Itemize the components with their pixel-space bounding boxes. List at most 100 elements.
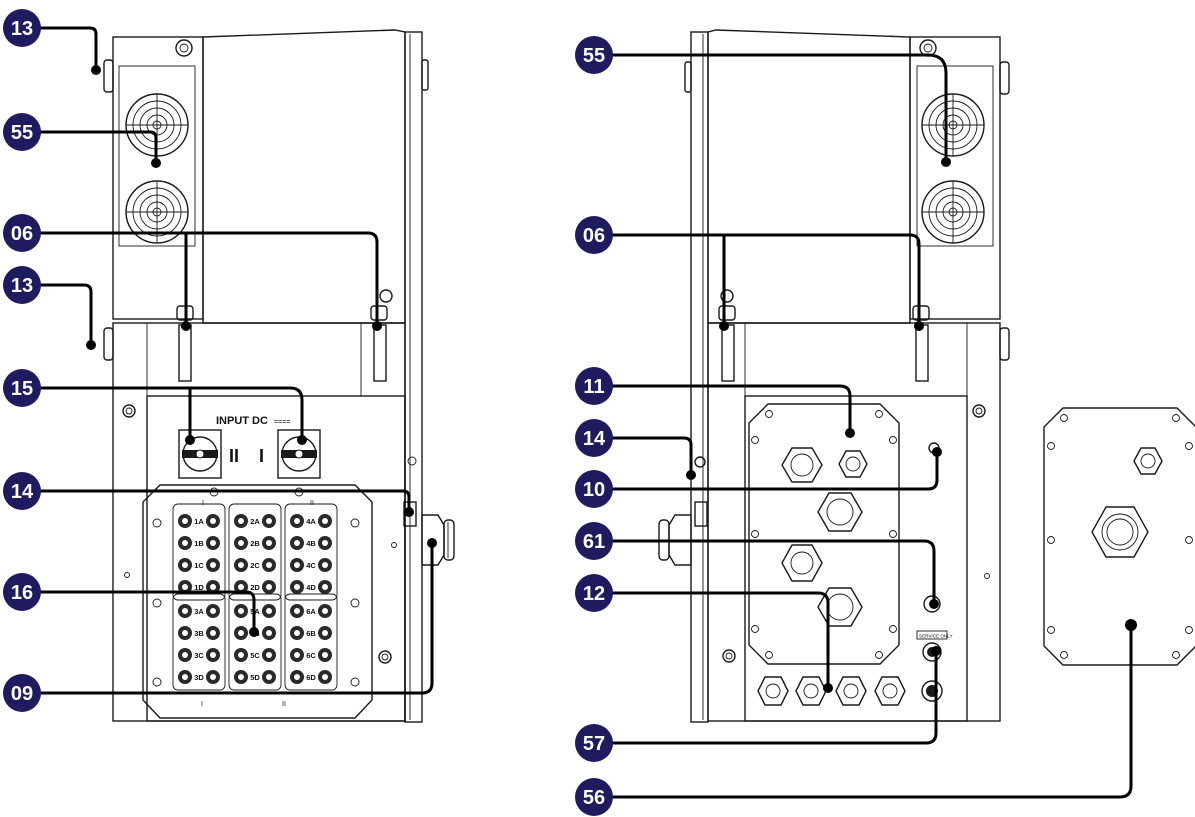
input-dc-symbol: ==== — [274, 419, 290, 426]
string-label: 3A — [194, 607, 204, 616]
connector-pin — [210, 630, 216, 636]
callout-label: 11 — [583, 376, 604, 398]
connector-pin — [210, 652, 216, 658]
callout-label: 15 — [11, 378, 33, 400]
connector-pin — [322, 540, 328, 546]
leader-14b — [612, 436, 693, 475]
callout-label: 12 — [583, 583, 605, 605]
leader-dot-55b — [941, 157, 951, 167]
connector-pin — [322, 674, 328, 680]
connector-pin — [238, 540, 244, 546]
leader-10 — [612, 452, 939, 491]
leader-14a — [40, 489, 411, 512]
string-label: 2A — [250, 517, 260, 526]
leader-dot-14a — [404, 507, 414, 517]
connector-pin — [182, 584, 188, 590]
leader-55a — [40, 130, 158, 163]
leader-13a — [40, 26, 98, 70]
connector-pin — [294, 652, 300, 658]
leader-06a-1 — [40, 231, 379, 326]
leader-dot-56 — [1125, 619, 1137, 631]
left-inverter-view: INPUT DC ==== II I 1A1B1C1D2A2B2C2D4A4B4… — [103, 29, 455, 723]
callout-circle — [575, 522, 613, 560]
connector-pin — [266, 630, 272, 636]
leader-dot-06b-1 — [719, 321, 729, 331]
callout-label: 06 — [583, 225, 605, 247]
string-group-frame — [284, 503, 338, 601]
leader-dot-15-2 — [297, 435, 307, 445]
leader-dot-13b — [86, 340, 96, 350]
callout-13a: 13 — [3, 9, 41, 47]
dc-switch-2[interactable] — [178, 429, 222, 479]
callout-label: 55 — [583, 45, 605, 67]
leader-dot-16 — [249, 627, 259, 637]
connector-pin — [266, 608, 272, 614]
connector-pin — [210, 518, 216, 524]
callout-circle — [575, 419, 613, 457]
leader-dot-06b-2 — [914, 321, 924, 331]
callout-12: 12 — [575, 574, 613, 612]
string-label: 4B — [306, 539, 316, 548]
callout-06b: 06 — [575, 216, 613, 254]
string-label: 6A — [306, 607, 316, 616]
string-groups: 1A1B1C1D2A2B2C2D4A4B4C4D3A3B3C3D5A5B5C5D… — [172, 503, 338, 691]
bottom-glands — [757, 676, 906, 706]
connector-pin — [238, 608, 244, 614]
connector-pin — [294, 518, 300, 524]
connector-pin — [238, 562, 244, 568]
leader-dot-61 — [929, 599, 939, 609]
connector-pin — [322, 608, 328, 614]
callout-label: 14 — [11, 481, 34, 503]
callout-circle — [3, 674, 41, 712]
callout-16: 16 — [3, 573, 41, 611]
connector-pin — [238, 652, 244, 658]
leader-lines — [40, 26, 1137, 799]
connector-pin — [294, 562, 300, 568]
plate-screws — [751, 410, 897, 659]
string-group-frame — [172, 503, 226, 601]
string-group-frame — [228, 593, 282, 691]
string-label: 4C — [306, 561, 316, 570]
leader-dot-12 — [823, 683, 833, 693]
right-inverter-view: SERVICE ONLY — [658, 29, 1010, 723]
leader-11 — [612, 384, 852, 433]
fan-right-lower — [921, 180, 985, 244]
service-only-label: SERVICE ONLY — [919, 634, 953, 639]
dc-switch-1[interactable] — [277, 429, 321, 479]
string-label: 6C — [306, 651, 316, 660]
connector-pin — [210, 540, 216, 546]
connector-pin — [182, 562, 188, 568]
leader-dot-15-1 — [185, 435, 195, 445]
callout-14a: 14 — [3, 472, 41, 510]
string-label: 6B — [306, 629, 316, 638]
string-group-frame — [284, 593, 338, 691]
connector-pin — [182, 674, 188, 680]
connector-pin — [210, 674, 216, 680]
detached-cover-plate — [1043, 407, 1195, 666]
callout-label: 57 — [583, 733, 605, 755]
ac-gland-left — [421, 514, 455, 566]
string-label: 5D — [250, 673, 260, 682]
leader-56 — [612, 625, 1133, 799]
callout-label: 14 — [583, 428, 606, 450]
callout-circle — [3, 266, 41, 304]
connector-pin — [266, 652, 272, 658]
connector-pin — [266, 562, 272, 568]
group-mark-top-2: II — [310, 500, 314, 507]
leader-57 — [612, 651, 938, 745]
leader-15-1 — [40, 386, 304, 440]
callout-label: 10 — [583, 479, 605, 501]
callout-circle — [575, 574, 613, 612]
connector-pin — [266, 674, 272, 680]
connector-pin — [238, 584, 244, 590]
callout-circle — [575, 367, 613, 405]
callout-15: 15 — [3, 369, 41, 407]
connector-pin — [266, 584, 272, 590]
callout-circle — [3, 9, 41, 47]
connector-pin — [182, 540, 188, 546]
callout-label: 13 — [11, 275, 33, 297]
